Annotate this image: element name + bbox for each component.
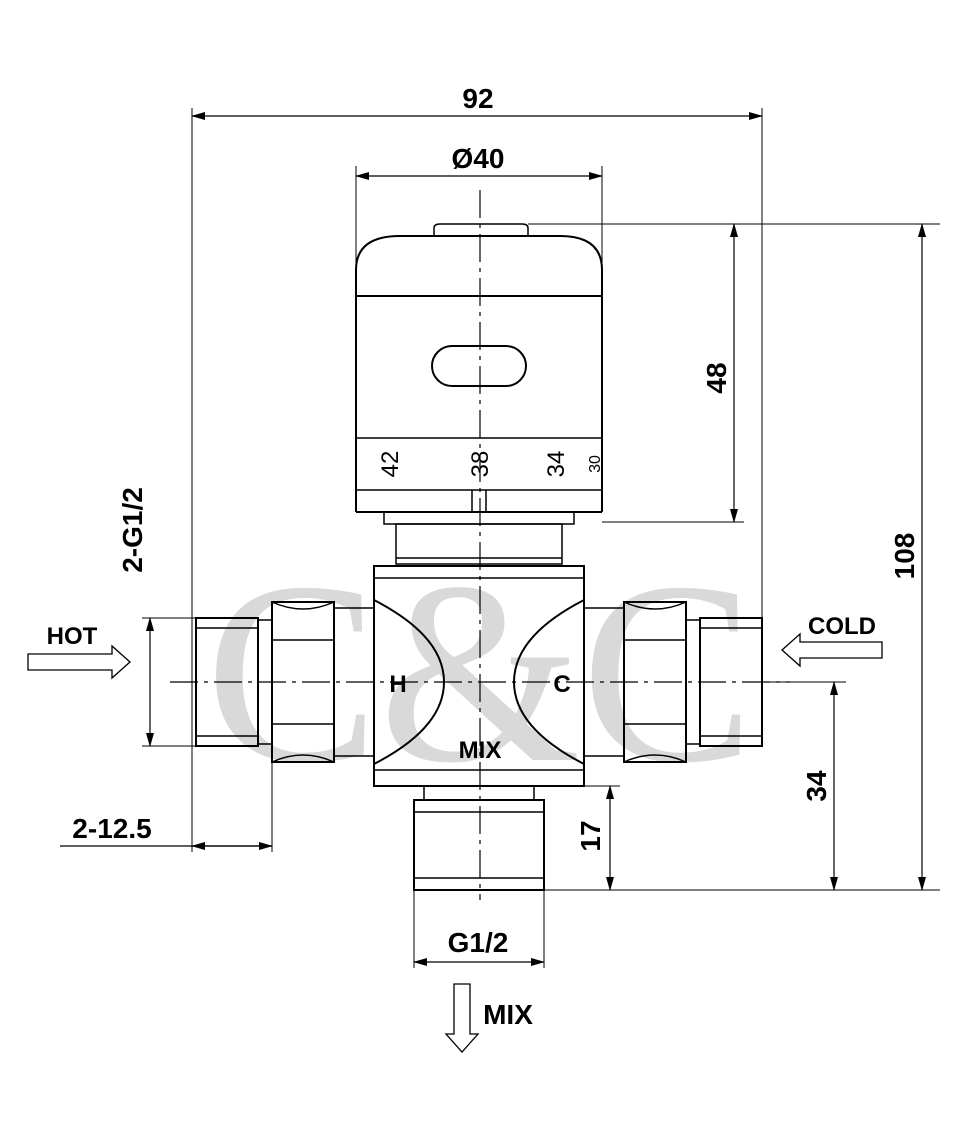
dim-inlet-thread: 2-G1/2 — [117, 487, 148, 573]
label-cold: COLD — [808, 613, 876, 640]
dim-overall-height: 108 — [889, 533, 920, 580]
mix-outlet-fitting — [413, 785, 545, 891]
label-body-mix: MIX — [459, 737, 502, 764]
svg-text:42: 42 — [377, 451, 404, 478]
dim-knob-diameter: Ø40 — [452, 143, 505, 174]
label-c: C — [553, 671, 570, 698]
hot-flow-arrow — [27, 644, 131, 680]
mix-flow-arrow — [444, 983, 480, 1053]
hot-inlet-fitting — [195, 601, 375, 763]
dim-outlet-thread: G1/2 — [448, 927, 509, 958]
dimension-lines — [60, 112, 926, 966]
svg-text:34: 34 — [543, 451, 570, 478]
temperature-scale: 42 38 34 30 — [377, 451, 604, 478]
centerlines — [170, 190, 790, 900]
valve-neck — [383, 511, 575, 565]
label-h: H — [389, 671, 406, 698]
dim-outlet-height: 17 — [575, 820, 606, 851]
svg-text:30: 30 — [587, 455, 604, 473]
cold-flow-arrow — [781, 632, 883, 668]
dim-overall-width: 92 — [462, 83, 493, 114]
dim-center-height: 34 — [801, 770, 832, 802]
dim-inlet-offset: 2-12.5 — [72, 813, 151, 844]
dim-knob-height: 48 — [701, 362, 732, 393]
svg-text:38: 38 — [467, 451, 494, 478]
label-hot: HOT — [47, 623, 98, 650]
label-mix-outlet: MIX — [483, 999, 533, 1030]
knob-window — [431, 345, 527, 387]
